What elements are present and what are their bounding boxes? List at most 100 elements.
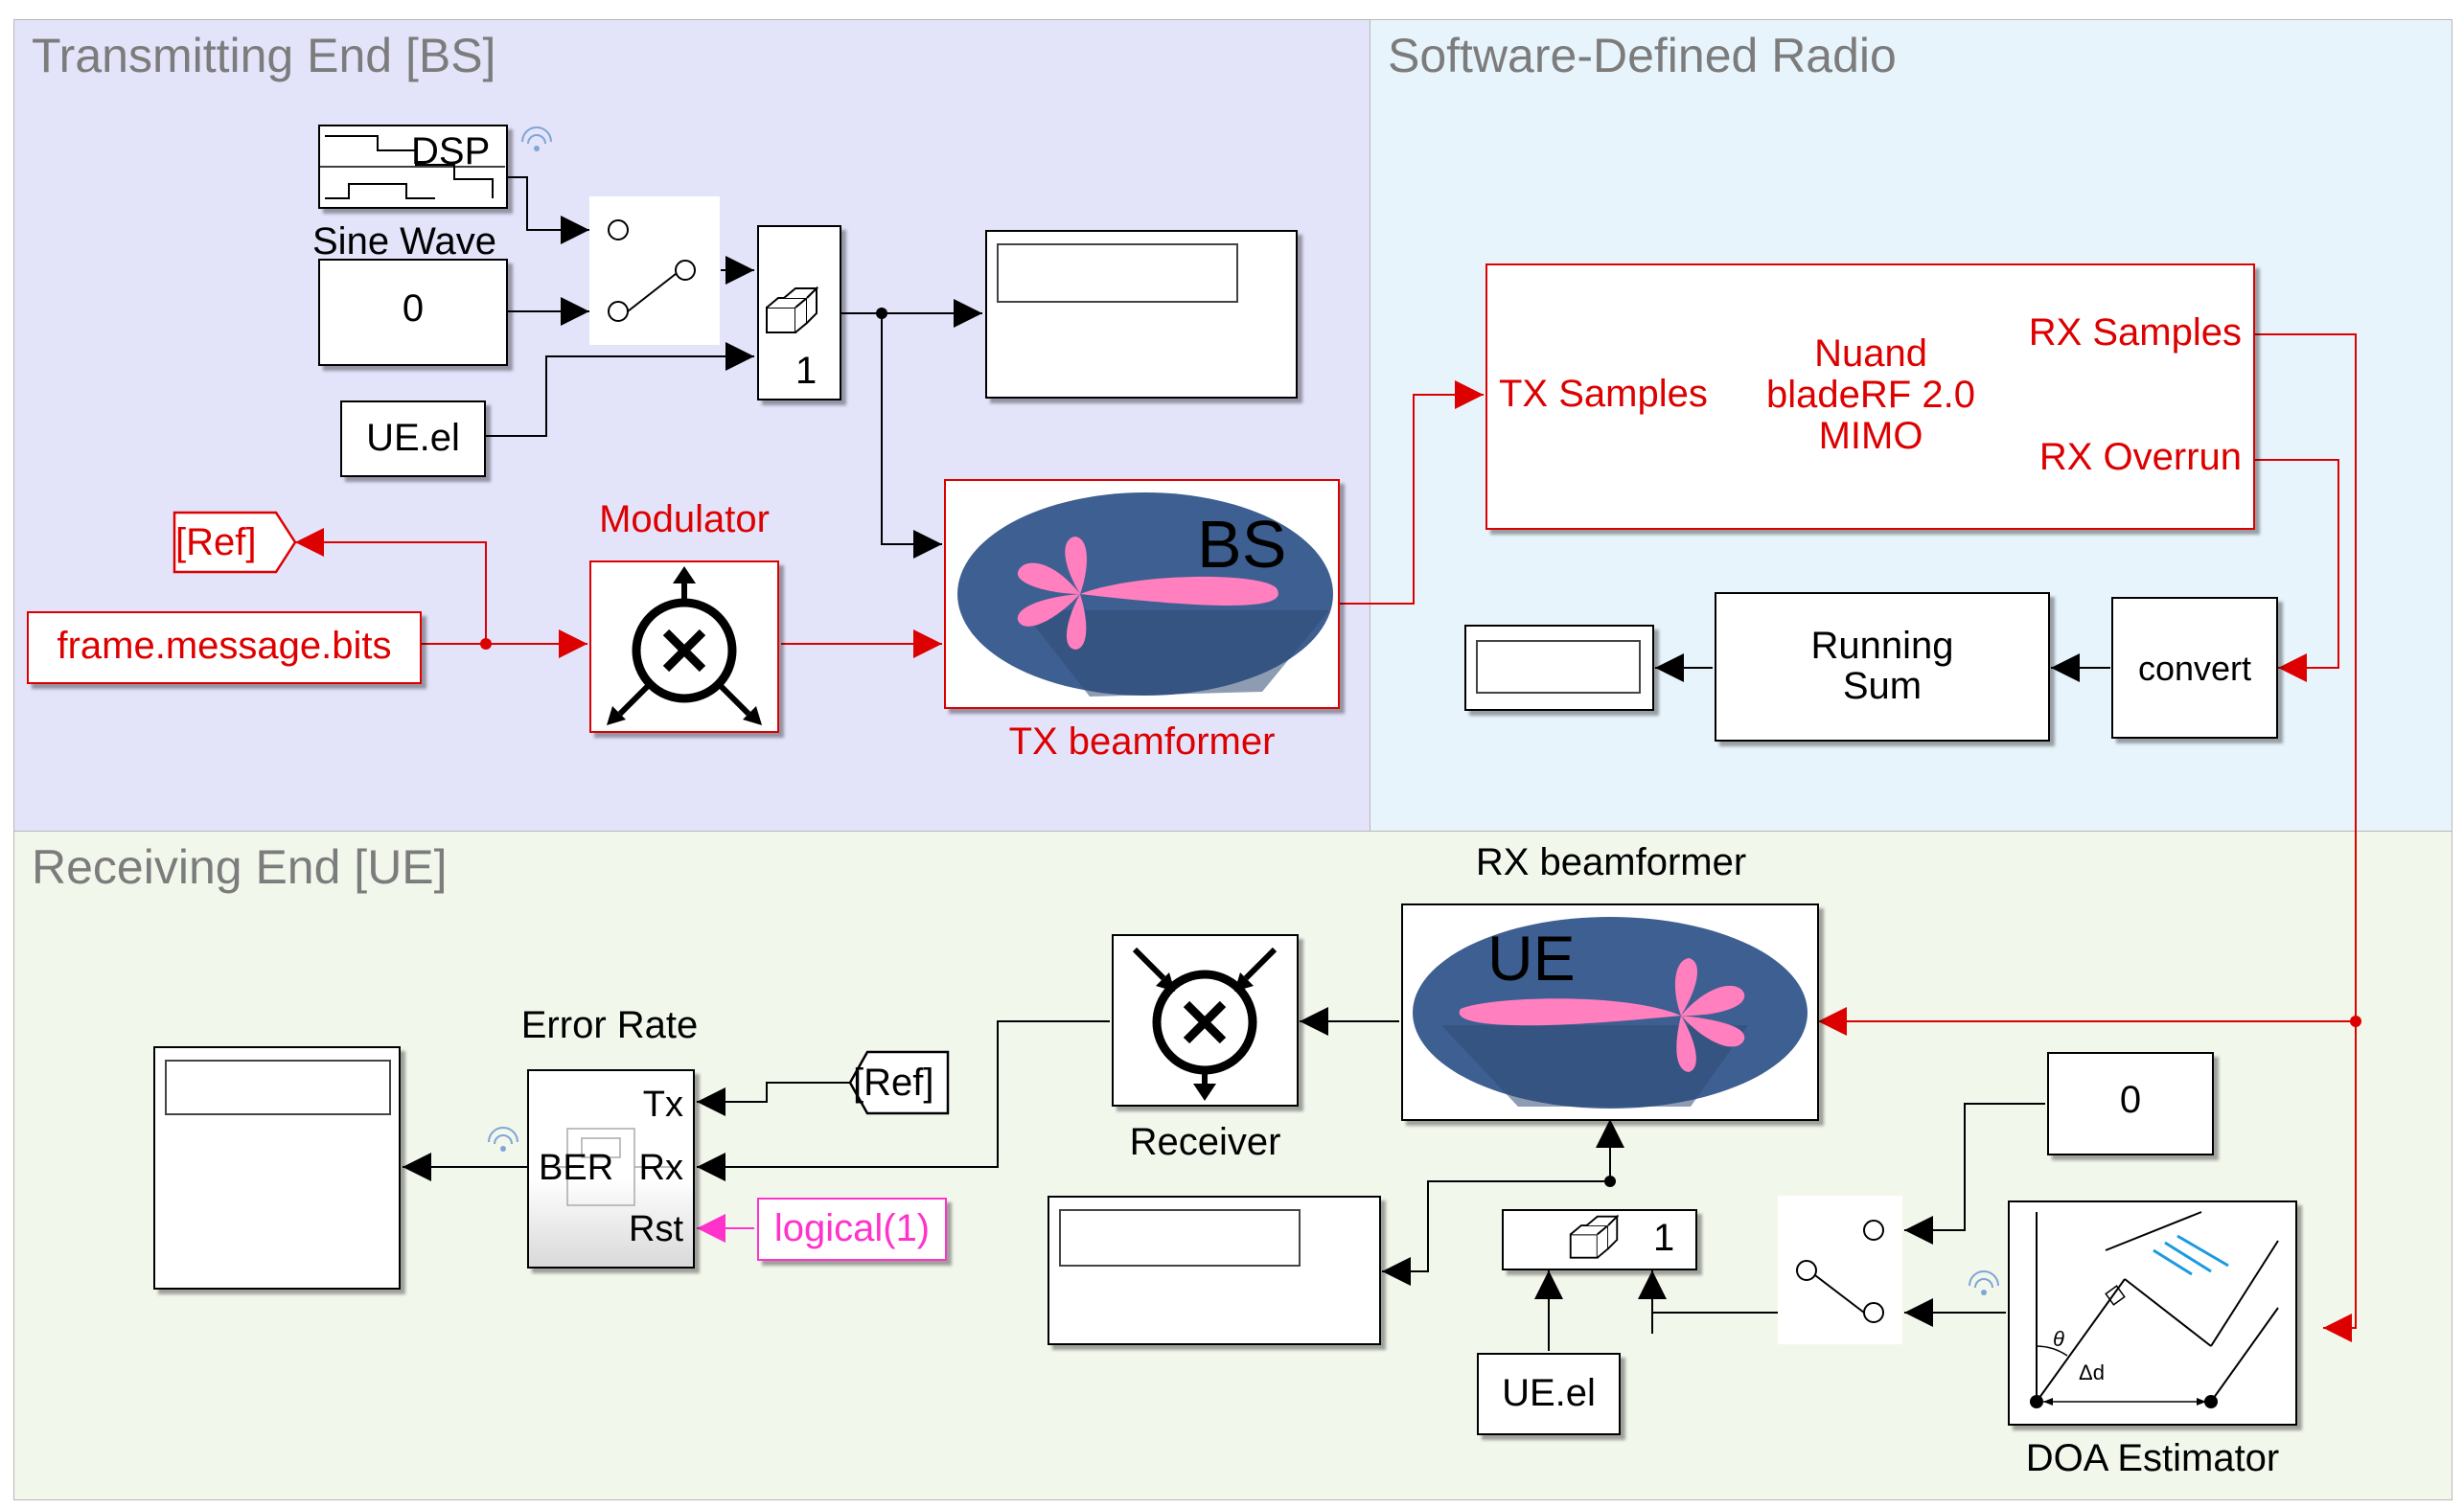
rx-constant-value: 0 [2119,1079,2142,1121]
rx-constant-block[interactable]: 0 [2047,1052,2214,1155]
rx-beamformer-icon: UE [1413,917,1808,1109]
ue-el-block[interactable]: UE.el [340,400,486,477]
overrun-to-convert [2255,459,2339,682]
running-sum-block[interactable]: Running Sum [1715,592,2050,742]
tx-beamformer-block[interactable]: BS [944,479,1340,709]
doa-wireless-icon [1965,1267,2003,1310]
frame-bits-text: frame.message.bits [57,625,392,667]
rx-switch-icon [1796,1220,1884,1323]
tx-concat-value: 1 [795,350,817,392]
modulator-icon [607,566,762,725]
tx-ref-text: [Ref] [175,521,257,563]
error-rate-wireless-icon [484,1123,522,1166]
sine-wave-label: Sine Wave [312,220,496,263]
frame-bits-block[interactable]: frame.message.bits [27,611,422,684]
software-defined-radio-title: Software-Defined Radio [1388,29,1897,82]
concat-to-display2 [1382,1180,1610,1286]
error-rate-port-rst: Rst [629,1209,683,1249]
sdr-rx-overrun-port: RX Overrun [2038,436,2242,478]
receiver-to-ber-rx [697,1020,1110,1181]
error-rate-port-rx: Rx [638,1148,683,1188]
rx-beamformer-block[interactable]: UE [1401,903,1819,1121]
tx-beamformer-icon: BS [957,492,1333,697]
receiver-label: Receiver [1129,1121,1281,1163]
bladerf-block[interactable]: TX Samples Nuand bladeRF 2.0 MIMO RX Sam… [1485,263,2255,530]
tx-display-field [997,243,1238,303]
tx-ref-goto-tag[interactable]: [Ref] [173,511,299,579]
sine-to-switch [508,176,589,244]
sdr-tx-samples-port: TX Samples [1499,373,1708,415]
rx-beamformer-icon-text: UE [1487,923,1576,994]
error-rate-port-tx: Tx [642,1085,683,1125]
rx-beamformer-label: RX beamformer [1475,841,1747,883]
tx-display-block[interactable] [985,230,1298,399]
ber-display-block[interactable] [153,1046,401,1290]
const-to-switch2 [1904,1103,2045,1245]
rx-junction-dot [2350,1016,2361,1027]
switch-icon [608,219,696,322]
tx-junction-dot [876,308,887,319]
sdr-device-line2: bladeRF 2.0 [1766,374,1975,416]
running-sum-line2: Sum [1842,665,1923,707]
sine-wave-dsp-text: DSP [411,130,491,172]
doa-estimator-icon: θ Δd [2030,1211,2279,1408]
error-rate-block[interactable]: Tx BER Rx Rst [527,1069,695,1269]
receiver-icon [1132,947,1278,1101]
ue-el-to-concat [486,342,754,437]
convert-label: convert [2137,649,2252,688]
ber-display-field [165,1060,391,1115]
rx-black-signals [403,1007,2045,1351]
rx-switch-block[interactable] [1778,1196,1902,1344]
rxsamples-to-doa [2255,333,2357,1342]
doa-estimator-label: DOA Estimator [2025,1437,2280,1479]
rx-concat-value: 1 [1653,1217,1675,1259]
sine-wave-icon [320,135,505,199]
rx-ue-el-block[interactable]: UE.el [1477,1353,1621,1435]
sdr-device-line1: Nuand [1814,332,1927,375]
rx-ue-el-label: UE.el [1502,1372,1596,1414]
tx-concat-block[interactable]: 1 [757,225,841,400]
rx-concat-junction-dot [1604,1176,1616,1187]
sine-wave-block[interactable]: DSP [318,125,508,209]
concat-to-txbf [881,313,942,559]
concat-icon [766,286,819,333]
doa-theta-text: θ [2053,1327,2064,1351]
error-rate-ber-text: BER [539,1148,614,1188]
doa-estimator-block[interactable]: θ Δd [2008,1200,2297,1426]
rx-ref-from-tag[interactable]: [Ref] [848,1050,950,1120]
switch-to-concat2 [1638,1270,1778,1334]
tx-red-signals [295,333,2357,1342]
tx-beamformer-icon-text: BS [1197,507,1286,582]
convert-block[interactable]: convert [2111,597,2278,739]
rx-concat-block[interactable]: 1 [1502,1209,1697,1270]
modulator-label: Modulator [599,498,770,540]
running-sum-line1: Running [1810,625,1954,667]
modulator-block[interactable] [589,560,779,733]
ue-el-label: UE.el [366,417,460,459]
tx-switch-block[interactable] [589,196,720,345]
transmitting-end-title: Transmitting End [BS] [32,29,496,82]
receiving-end-title: Receiving End [UE] [32,840,448,894]
constant-value: 0 [402,287,425,330]
logical-const-text: logical(1) [773,1207,931,1249]
tx-black-signals [486,176,982,559]
bits-junction-dot [480,638,492,650]
doa-delta-text: Δd [2079,1360,2105,1384]
logical-const-block[interactable]: logical(1) [757,1198,947,1261]
txbf-to-sdr [1340,380,1484,605]
rx-display-field [1059,1209,1301,1267]
sdr-rx-samples-port: RX Samples [2028,311,2242,354]
error-rate-label: Error Rate [520,1004,699,1046]
constant-block[interactable]: 0 [318,259,508,366]
error-rate-icon [543,1128,673,1206]
overrun-display-field [1476,640,1641,694]
rx-display-block[interactable] [1048,1196,1381,1345]
sine-wave-wireless-icon [518,123,556,166]
ref-to-ber-tx [697,1082,850,1116]
sdr-device-line3: MIMO [1818,415,1923,457]
tx-beamformer-label: TX beamformer [1008,720,1276,763]
receiver-block[interactable] [1112,934,1299,1107]
rx-ref-text: [Ref] [853,1062,934,1104]
overrun-display-block[interactable] [1464,625,1654,711]
